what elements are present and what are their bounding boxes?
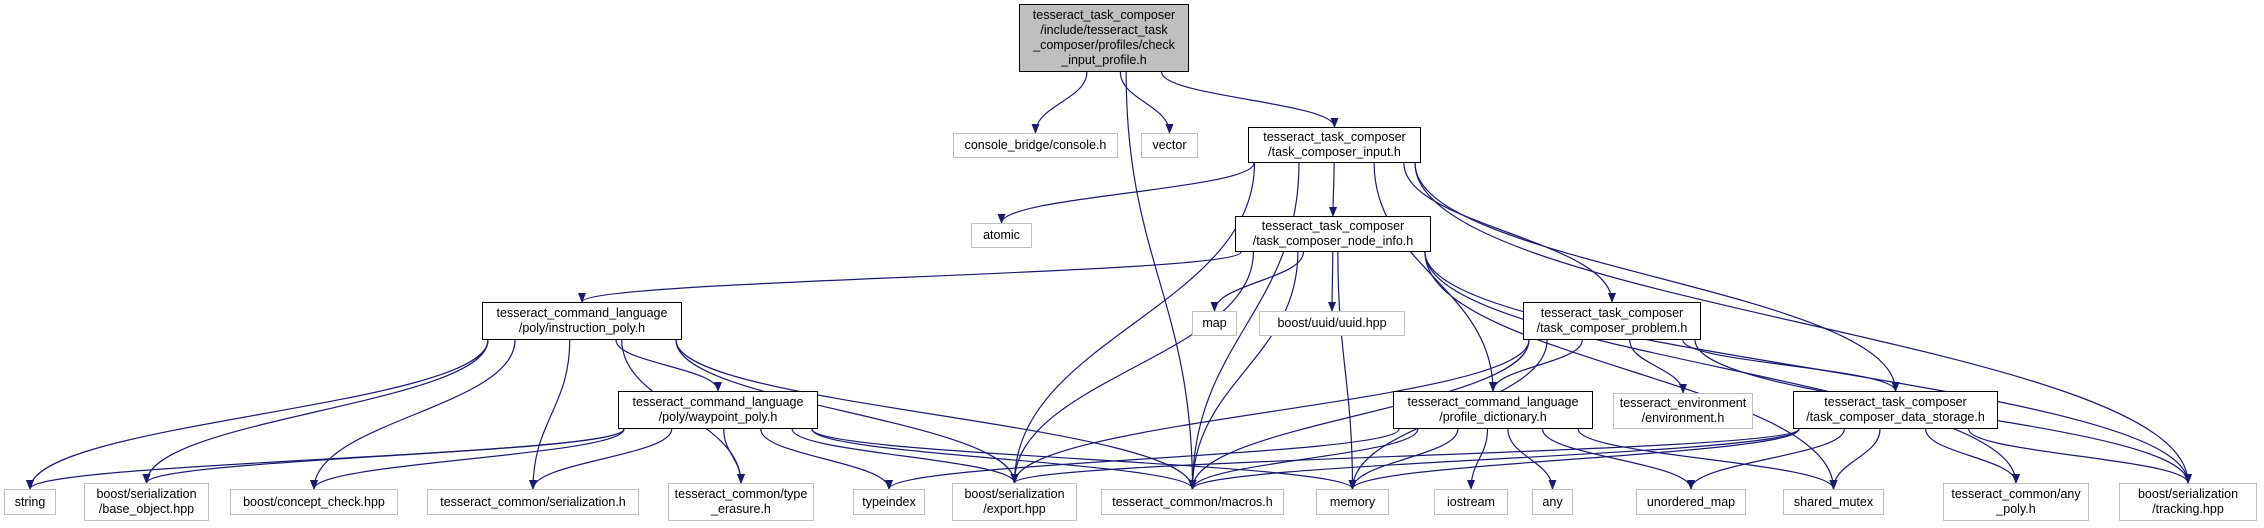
edge-task_composer_node_info-to-export_hpp: [1010, 251, 1254, 484]
edge-task_composer_node_info-to-macros: [1188, 251, 1299, 490]
edge-waypoint_poly-to-macros: [811, 428, 1197, 490]
node-any[interactable]: any: [1532, 489, 1573, 515]
edge-task_composer_node_info-to-memory: [1337, 251, 1357, 490]
edge-instruction_poly-to-serialization_h: [529, 339, 571, 490]
node-profile-dictionary[interactable]: tesseract_command_language /profile_dict…: [1393, 391, 1593, 429]
edge-task_composer_problem-to-data_storage: [1682, 339, 1900, 392]
node-base-object[interactable]: boost/serialization /base_object.hpp: [84, 483, 209, 521]
node-common-macros[interactable]: tesseract_common/macros.h: [1101, 489, 1284, 515]
edge-profile_dictionary-to-typeindex: [885, 428, 1400, 490]
root-node-check-input-profile[interactable]: tesseract_task_composer /include/tessera…: [1019, 4, 1189, 72]
edge-instruction_poly-to-export_hpp: [675, 339, 1019, 484]
node-task-composer-problem[interactable]: tesseract_task_composer /task_composer_p…: [1523, 302, 1701, 340]
edge-waypoint_poly-to-memory: [811, 428, 1357, 490]
edge-waypoint_poly-to-concept_check: [310, 428, 625, 490]
edge-profile_dictionary-to-any: [1507, 428, 1557, 490]
edge-root-to-vector: [1119, 71, 1174, 134]
node-vector[interactable]: vector: [1141, 133, 1198, 158]
edge-instruction_poly-to-macros: [675, 339, 1197, 490]
edge-task_composer_problem-to-export_hpp: [1010, 339, 1530, 484]
edge-task_composer_input-to-tracking: [1414, 162, 2192, 484]
node-shared-mutex[interactable]: shared_mutex: [1783, 489, 1884, 515]
node-iostream[interactable]: iostream: [1434, 489, 1508, 515]
edge-task_composer_node_info-to-any_poly: [1424, 251, 2020, 484]
edge-task_composer_input-to-task_composer_problem: [1403, 162, 1616, 303]
edge-data_storage-to-tracking: [1968, 428, 2192, 484]
node-boost-uuid[interactable]: boost/uuid/uuid.hpp: [1259, 311, 1405, 336]
edge-data_storage-to-macros: [1188, 428, 1800, 490]
node-concept-check[interactable]: boost/concept_check.hpp: [230, 489, 398, 515]
node-type-erasure[interactable]: tesseract_common/type _erasure.h: [668, 483, 814, 521]
edge-task_composer_input-to-task_composer_node_info: [1329, 162, 1338, 217]
edge-instruction_poly-to-string: [26, 339, 489, 490]
edge-profile_dictionary-to-unordered_map: [1541, 428, 1695, 490]
edge-data_storage-to-unordered_map: [1687, 428, 1845, 490]
node-string[interactable]: string: [4, 489, 56, 515]
edge-data_storage-to-any_poly: [1925, 428, 2020, 484]
edge-waypoint_poly-to-export_hpp: [791, 428, 1019, 484]
edge-data_storage-to-export_hpp: [1010, 428, 1800, 484]
node-any-poly[interactable]: tesseract_common/any _poly.h: [1943, 483, 2089, 521]
edge-profile_dictionary-to-memory: [1348, 428, 1459, 490]
edge-instruction_poly-to-concept_check: [310, 339, 516, 490]
node-waypoint-poly[interactable]: tesseract_command_language /poly/waypoin…: [618, 391, 818, 429]
node-atomic[interactable]: atomic: [971, 223, 1032, 248]
edge-task_composer_problem-to-profile_dictionary: [1489, 339, 1583, 392]
node-environment[interactable]: tesseract_environment /environment.h: [1613, 393, 1753, 429]
node-task-composer-data-storage[interactable]: tesseract_task_composer /task_composer_d…: [1793, 391, 1998, 429]
edge-task_composer_input-to-atomic: [997, 162, 1255, 224]
edge-instruction_poly-to-waypoint_poly: [615, 339, 722, 392]
edge-task_composer_input-to-data_storage: [1414, 162, 1900, 392]
node-memory[interactable]: memory: [1316, 489, 1389, 515]
node-boost-tracking[interactable]: boost/serialization /tracking.hpp: [2119, 483, 2257, 521]
edge-root-to-console_bridge: [1031, 71, 1088, 134]
edge-task_composer_node_info-to-uuid: [1328, 251, 1337, 312]
edge-instruction_poly-to-base_object: [142, 339, 489, 484]
edge-waypoint_poly-to-base_object: [142, 428, 625, 484]
node-console-bridge[interactable]: console_bridge/console.h: [953, 133, 1118, 158]
node-typeindex[interactable]: typeindex: [853, 489, 925, 515]
edge-task_composer_node_info-to-map: [1210, 251, 1304, 312]
node-unordered-map[interactable]: unordered_map: [1636, 489, 1746, 515]
edge-root-to-task_composer_input: [1161, 71, 1339, 128]
edge-task_composer_problem-to-environment: [1629, 339, 1687, 394]
edge-waypoint_poly-to-type_erasure: [723, 428, 745, 484]
edge-profile_dictionary-to-shared_mutex: [1577, 428, 1838, 490]
node-boost-export[interactable]: boost/serialization /export.hpp: [952, 483, 1077, 521]
edge-task_composer_node_info-to-instruction_poly: [578, 251, 1242, 303]
node-map[interactable]: map: [1192, 311, 1237, 336]
edge-data_storage-to-memory: [1348, 428, 1800, 490]
edge-profile_dictionary-to-macros: [1188, 428, 1419, 490]
node-instruction-poly[interactable]: tesseract_command_language /poly/instruc…: [482, 302, 682, 340]
edge-profile_dictionary-to-iostream: [1467, 428, 1489, 490]
node-task-composer-input[interactable]: tesseract_task_composer /task_composer_i…: [1248, 127, 1421, 163]
node-task-composer-node-info[interactable]: tesseract_task_composer /task_composer_n…: [1235, 216, 1431, 252]
edge-waypoint_poly-to-serialization_h: [529, 428, 673, 490]
edge-waypoint_poly-to-typeindex: [760, 428, 893, 490]
edge-root-to-macros: [1125, 71, 1197, 490]
edge-data_storage-to-shared_mutex: [1829, 428, 1881, 490]
node-common-serialization[interactable]: tesseract_common/serialization.h: [427, 489, 639, 515]
